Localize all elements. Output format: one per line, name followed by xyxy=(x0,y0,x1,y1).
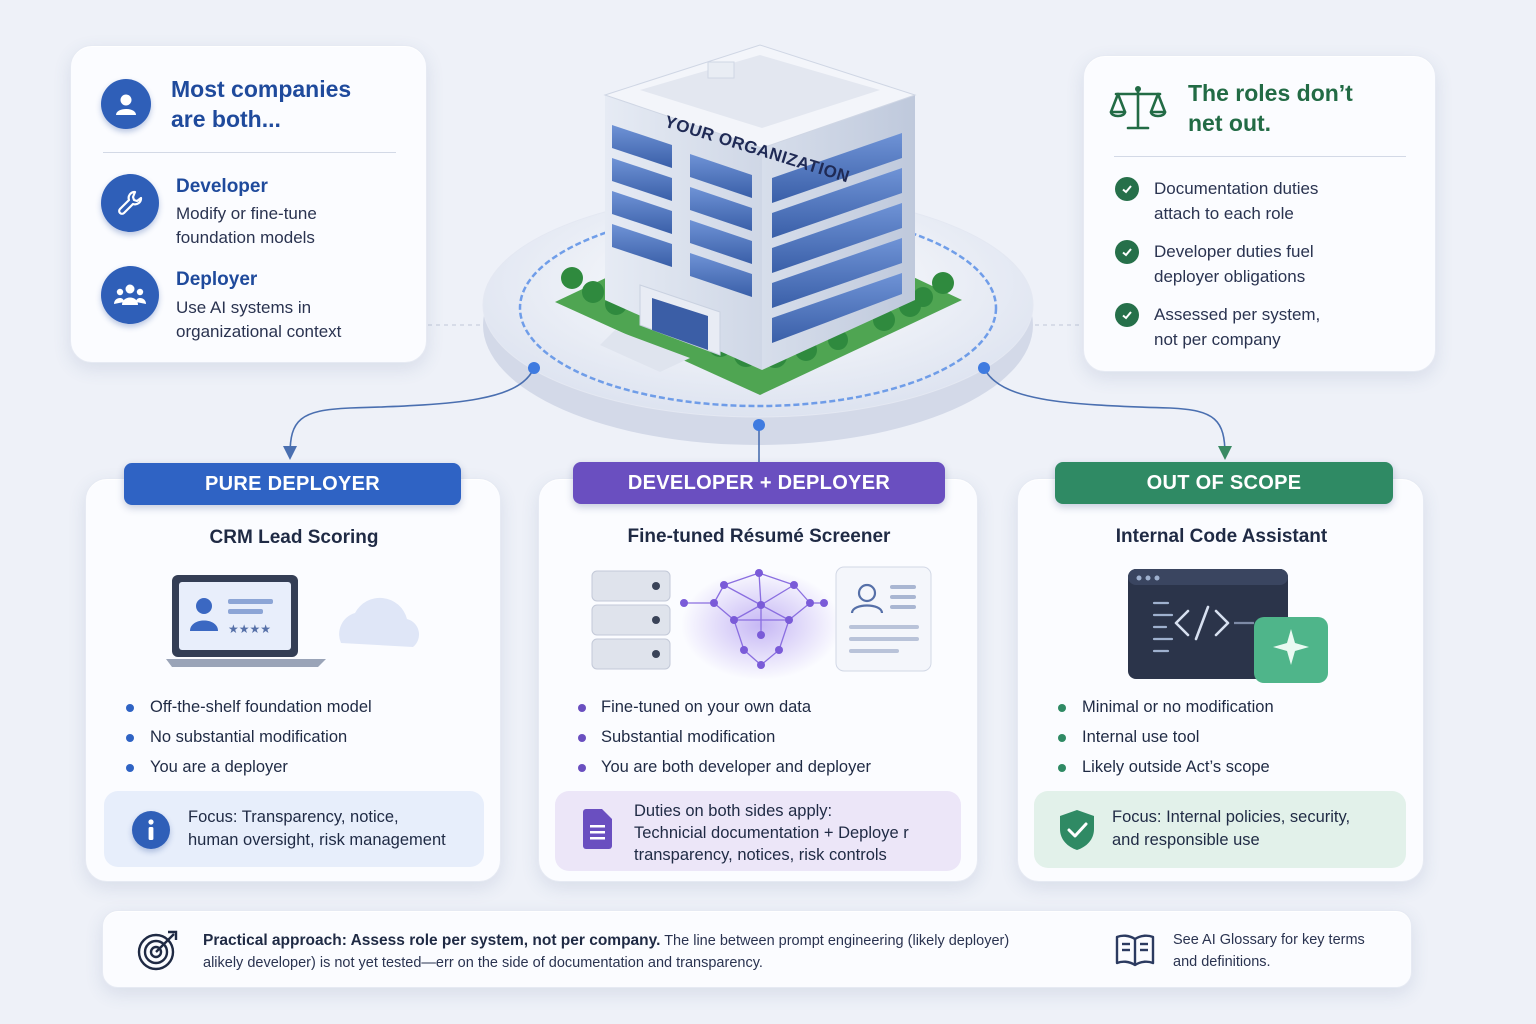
pure-deployer-card: CRM Lead Scoring ★★★★ Off-the-shelf foun… xyxy=(85,478,501,882)
footer-line2: alikely developer) is not yet tested—err… xyxy=(203,955,763,971)
footer-line1: Practical approach: Assess role per syst… xyxy=(203,929,1009,953)
pure-deployer-bullet-1: Off-the-shelf foundation model xyxy=(150,698,372,716)
developer-deployer-banner: DEVELOPER + DEPLOYER xyxy=(573,462,945,504)
roles-card-title-line1: The roles don’t xyxy=(1188,80,1353,106)
pure-deployer-focus-box: Focus: Transparency, notice, human overs… xyxy=(104,791,484,867)
bullet-dot xyxy=(578,764,586,772)
both-card-title-line2: are both... xyxy=(171,106,281,132)
bullet-dot xyxy=(1058,734,1066,742)
building xyxy=(600,44,917,372)
roles-item-1-line2: attach to each role xyxy=(1154,204,1294,223)
roles-item-2-line2: deployer obligations xyxy=(1154,267,1306,286)
pure-deployer-bullet-2: No substantial modification xyxy=(150,728,348,746)
out-of-scope-bullet-3: Likely outside Act’s scope xyxy=(1082,758,1270,776)
developer-deployer-bullet-2: Substantial modification xyxy=(601,728,776,746)
both-card-title-line1: Most companies xyxy=(171,76,352,102)
developer-desc-line1: Modify or fine-tune xyxy=(176,204,317,223)
bullet-dot xyxy=(126,764,134,772)
info-icon xyxy=(132,811,170,849)
check-icon xyxy=(1115,303,1139,327)
code-editor-icon xyxy=(1128,569,1328,683)
roles-card: The roles don’t net out. Documentation d… xyxy=(1083,55,1436,372)
shield-check-icon xyxy=(1060,810,1094,850)
both-card-divider xyxy=(103,152,396,153)
bullet-dot xyxy=(126,704,134,712)
svg-text:★★★★: ★★★★ xyxy=(228,622,271,636)
bullet-dot xyxy=(578,734,586,742)
roles-item-3-line1: Assessed per system, xyxy=(1154,305,1321,324)
laptop-icon: ★★★★ xyxy=(166,575,420,667)
footer-card: Practical approach: Assess role per syst… xyxy=(102,910,1412,988)
glossary-line2: and definitions. xyxy=(1173,954,1271,970)
roles-item-3-line2: not per company xyxy=(1154,330,1281,349)
connector-left xyxy=(289,367,535,456)
resume-icon xyxy=(836,567,837,568)
deployer-desc-line1: Use AI systems in xyxy=(176,298,312,317)
developer-label: Developer xyxy=(176,176,268,197)
out-of-scope-focus-box: Focus: Internal policies, security, and … xyxy=(1034,791,1406,868)
pure-deployer-focus-line1: Focus: Transparency, notice, xyxy=(188,808,399,826)
person-icon xyxy=(101,79,151,129)
sparkle-icon xyxy=(1288,644,1289,645)
pure-deployer-focus-line2: human oversight, risk management xyxy=(188,831,446,849)
bullet-dot xyxy=(1058,704,1066,712)
connector-right xyxy=(983,367,1226,456)
developer-deployer-focus-line3: transparency, notices, risk controls xyxy=(634,846,887,864)
bullet-dot xyxy=(1058,764,1066,772)
developer-deployer-card: Fine-tuned Résumé Screener xyxy=(538,478,978,882)
out-of-scope-card: Internal Code Assistant Minimal or no mo… xyxy=(1017,478,1424,882)
out-of-scope-banner: OUT OF SCOPE xyxy=(1055,462,1393,504)
developer-desc-line2: foundation models xyxy=(176,228,315,247)
out-of-scope-focus-line1: Focus: Internal policies, security, xyxy=(1112,808,1351,826)
check-icon xyxy=(1115,177,1139,201)
platform-glow-ring xyxy=(518,208,998,408)
footer-line1-rest: The line between prompt engineering (lik… xyxy=(660,933,1010,949)
target-icon xyxy=(137,930,178,971)
pure-deployer-system-title: CRM Lead Scoring xyxy=(209,527,379,548)
book-icon xyxy=(1115,934,1155,967)
developer-deployer-bullet-3: You are both developer and deployer xyxy=(601,758,872,776)
roles-card-divider xyxy=(1114,156,1406,157)
developer-deployer-focus-line1: Duties on both sides apply: xyxy=(634,802,833,820)
out-of-scope-bullet-2: Internal use tool xyxy=(1082,728,1200,746)
users-icon xyxy=(101,266,159,324)
wrench-icon xyxy=(101,174,159,232)
roles-item-1-line1: Documentation duties xyxy=(1154,179,1319,198)
developer-deployer-focus-box: Duties on both sides apply: Technicial d… xyxy=(555,791,961,871)
deployer-desc-line2: organizational context xyxy=(176,322,342,341)
check-icon xyxy=(1115,240,1139,264)
out-of-scope-system-title: Internal Code Assistant xyxy=(1115,526,1328,547)
out-of-scope-focus-line2: and responsible use xyxy=(1112,831,1260,849)
deployer-label: Deployer xyxy=(176,269,258,290)
developer-deployer-focus-line2: Technicial documentation + Deploye r xyxy=(634,824,909,842)
document-icon xyxy=(583,809,612,849)
glossary-line1: See AI Glossary for key terms xyxy=(1173,932,1365,948)
bullet-dot xyxy=(126,734,134,742)
roles-card-title-line2: net out. xyxy=(1188,110,1272,136)
scales-icon xyxy=(1108,82,1168,134)
out-of-scope-bullet-1: Minimal or no modification xyxy=(1082,698,1274,716)
roles-item-2-line1: Developer duties fuel xyxy=(1154,242,1314,261)
developer-deployer-system-title: Fine-tuned Résumé Screener xyxy=(627,526,891,547)
neural-network-icon xyxy=(591,566,932,680)
footer-bold: Practical approach: Assess role per syst… xyxy=(203,932,661,949)
pure-deployer-bullet-3: You are a deployer xyxy=(150,758,288,776)
server-icon xyxy=(592,571,593,572)
bullet-dot xyxy=(578,704,586,712)
cloud-icon xyxy=(341,609,342,610)
pure-deployer-banner: PURE DEPLOYER xyxy=(124,463,461,505)
both-roles-card: Most companies are both... Developer Mod… xyxy=(70,45,427,363)
developer-deployer-bullet-1: Fine-tuned on your own data xyxy=(601,698,812,716)
